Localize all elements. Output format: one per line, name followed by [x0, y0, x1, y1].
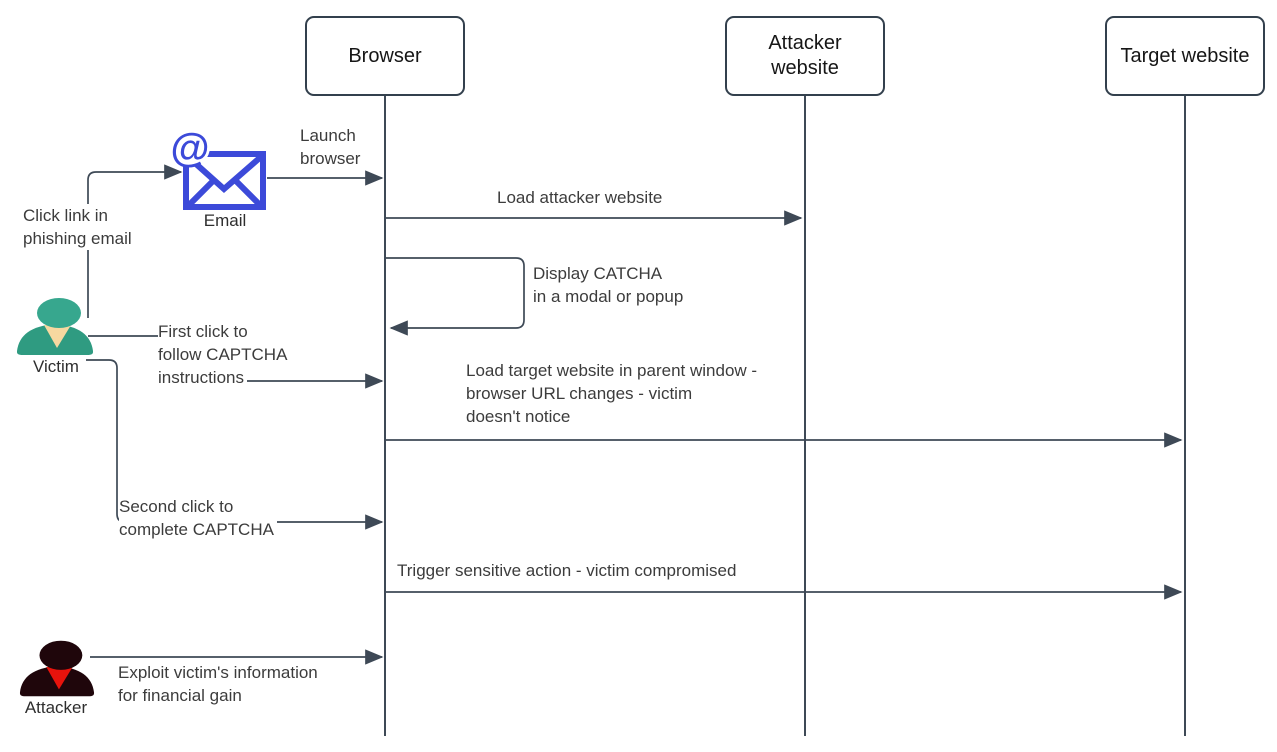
- email-label: Email: [203, 211, 247, 230]
- message-second-click: Second click to complete CAPTCHA: [119, 495, 277, 541]
- message-exploit: Exploit victim's information for financi…: [118, 661, 318, 707]
- message-first-click-line1: First click to: [158, 320, 251, 343]
- victim-icon: [16, 298, 94, 355]
- participant-browser: Browser: [305, 16, 465, 96]
- message-first-click-line3: instructions: [158, 366, 247, 389]
- participant-attacker-website: Attacker website: [725, 16, 885, 96]
- email-icon: @: [170, 128, 266, 210]
- arrow-display-captcha-self-loop: [386, 257, 525, 336]
- arrow-click-link-victim-to-email: [87, 164, 183, 318]
- victim-label: Victim: [33, 357, 79, 376]
- participant-attacker-website-label-line1: Attacker: [768, 32, 842, 54]
- message-load-target-website-line2: browser URL changes - victim: [466, 384, 693, 403]
- participant-attacker-website-label-line2: website: [771, 57, 839, 79]
- message-display-captcha-line1: Display CATCHA: [533, 264, 663, 283]
- message-load-target-website: Load target website in parent window - b…: [466, 359, 757, 428]
- message-load-attacker-website-text: Load attacker website: [497, 188, 663, 207]
- participant-target-website-label: Target website: [1120, 44, 1250, 67]
- message-second-click-line1: Second click to: [119, 495, 237, 518]
- message-load-attacker-website: Load attacker website: [497, 186, 662, 209]
- message-load-target-website-line1: Load target website in parent window -: [466, 361, 758, 380]
- message-first-click: First click to follow CAPTCHA instructio…: [158, 320, 291, 389]
- message-launch-browser: Launch browser: [300, 124, 360, 170]
- attacker-icon: [19, 640, 95, 697]
- message-exploit-line1: Exploit victim's information: [118, 663, 318, 682]
- message-first-click-line2: follow CAPTCHA: [158, 343, 291, 366]
- svg-text:@: @: [170, 128, 209, 170]
- message-display-captcha-line2: in a modal or popup: [533, 287, 684, 306]
- message-display-captcha: Display CATCHA in a modal or popup: [533, 262, 683, 308]
- message-click-link-line1: Click link in: [23, 204, 112, 227]
- message-exploit-line2: for financial gain: [118, 686, 242, 705]
- message-trigger-action: Trigger sensitive action - victim compro…: [397, 559, 736, 582]
- message-trigger-action-text: Trigger sensitive action - victim compro…: [397, 561, 737, 580]
- message-second-click-line2: complete CAPTCHA: [119, 518, 277, 541]
- participant-target-website: Target website: [1105, 16, 1265, 96]
- message-load-target-website-line3: doesn't notice: [466, 407, 571, 426]
- message-launch-browser-line1: Launch: [300, 126, 356, 145]
- participant-browser-label: Browser: [348, 44, 422, 67]
- attacker-label: Attacker: [24, 698, 88, 717]
- message-launch-browser-line2: browser: [300, 149, 361, 168]
- message-click-link-line2: phishing email: [23, 227, 135, 250]
- message-click-link: Click link in phishing email: [23, 204, 135, 250]
